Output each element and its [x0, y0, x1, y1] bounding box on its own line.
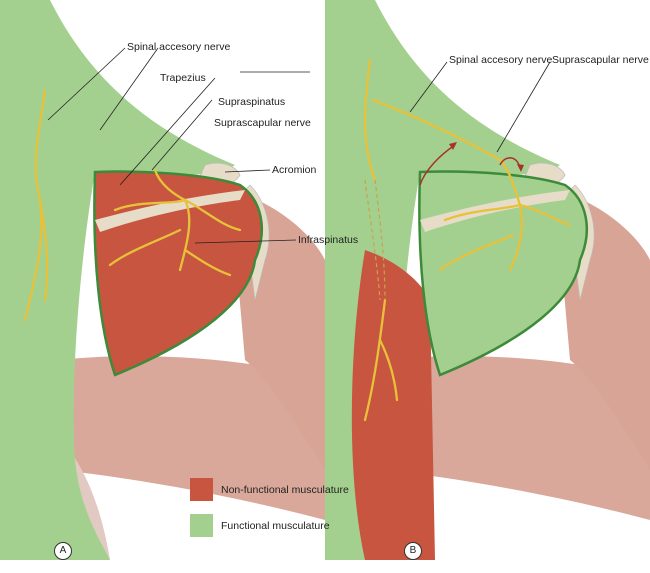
- panel-b-illustration: [324, 0, 650, 561]
- label-spinal-accessory-nerve-b: Spinal accesory nerve: [449, 54, 553, 66]
- panel-b-tag: B: [404, 542, 422, 560]
- label-suprascapular-nerve-a: Suprascapular nerve: [214, 117, 311, 129]
- label-infraspinatus: Infraspinatus: [298, 234, 359, 246]
- label-supraspinatus: Supraspinatus: [218, 96, 286, 108]
- nerves: [23, 88, 242, 322]
- label-acromion: Acromion: [272, 164, 317, 176]
- label-spinal-accessory-nerve-a: Spinal accesory nerve: [127, 41, 231, 53]
- legend-label-functional: Functional musculature: [221, 520, 330, 532]
- scapular-spine: [95, 190, 245, 232]
- lower-trapezius-nonfunctional: [351, 250, 435, 560]
- legend-swatch-functional: [190, 514, 213, 537]
- scapula-functional-muscle: [418, 170, 588, 377]
- legend-swatch-nonfunctional: [190, 478, 213, 501]
- label-suprascapular-nerve-b: Suprascapular nerve: [552, 54, 649, 66]
- legend-label-nonfunctional: Non-functional musculature: [221, 484, 349, 496]
- panel-a-tag: A: [54, 542, 72, 560]
- label-trapezius: Trapezius: [160, 72, 206, 84]
- leader-lines: [47, 47, 310, 244]
- panel-a-illustration: [0, 0, 326, 561]
